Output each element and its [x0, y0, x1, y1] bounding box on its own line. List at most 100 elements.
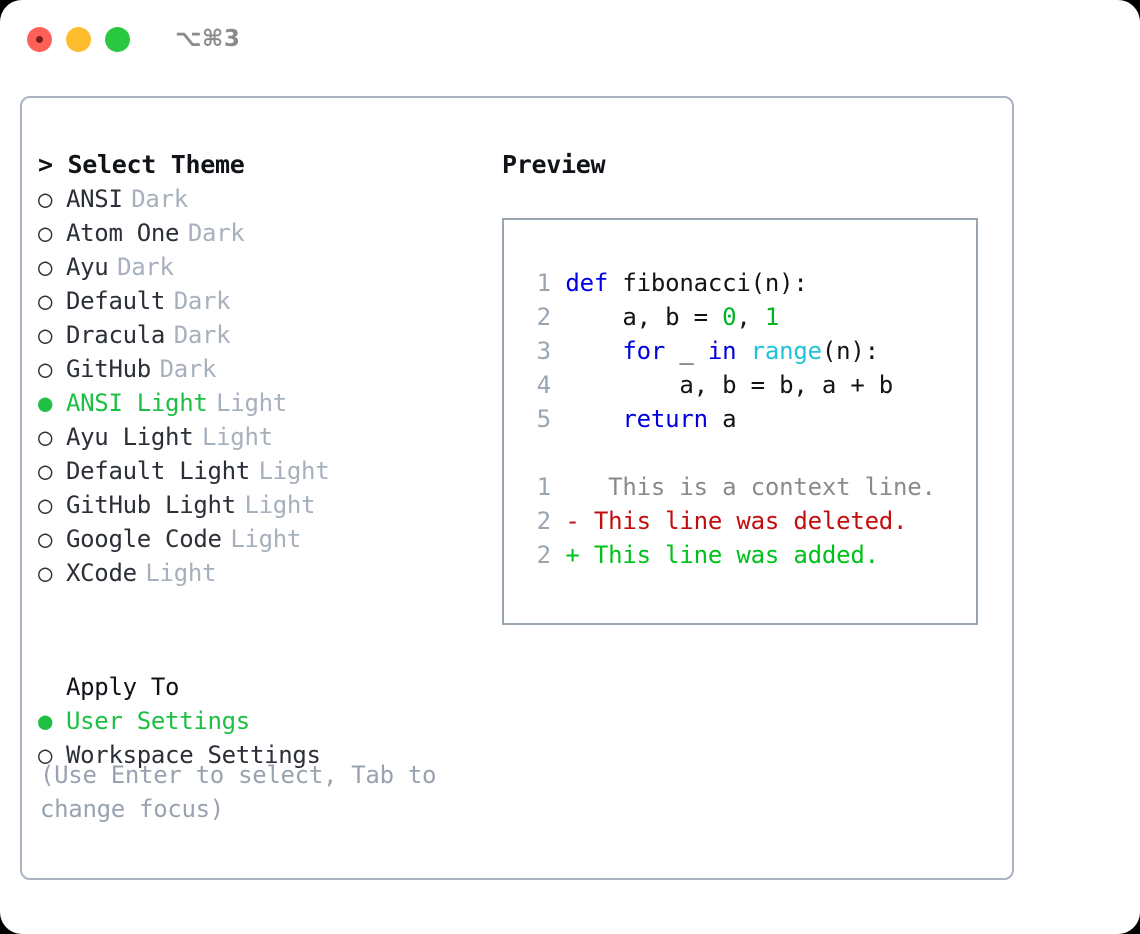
line-number: 2 [536, 507, 551, 535]
code-token-num: 0 [722, 303, 737, 331]
code-token-kw: in [707, 337, 737, 365]
radio-selected-icon: ● [38, 389, 53, 417]
minimize-window-button[interactable] [66, 26, 91, 52]
diff-line-context: 1 This is a context line. [522, 470, 976, 504]
radio-unselected-icon: ○ [38, 219, 53, 247]
code-token-txt: fibonacci(n): [608, 269, 808, 297]
close-window-button[interactable] [27, 26, 52, 52]
diff-line-added: 2 + This line was added. [522, 538, 976, 572]
theme-option-xcode[interactable]: ○ XCode Light [38, 556, 498, 590]
theme-option-category: Dark [173, 321, 231, 349]
theme-option-category: Dark [159, 355, 217, 383]
radio-unselected-icon: ○ [38, 321, 53, 349]
code-token-kw: for [622, 337, 666, 365]
theme-option-default-light[interactable]: ○ Default Light Light [38, 454, 498, 488]
theme-option-label: GitHub [66, 355, 151, 383]
maximize-window-button[interactable] [105, 26, 130, 52]
code-token-fn: range [750, 337, 822, 365]
line-number: 1 [536, 473, 551, 501]
theme-option-label: ANSI Light [66, 389, 208, 417]
line-number: 5 [536, 405, 551, 433]
theme-option-category: Dark [187, 219, 245, 247]
theme-option-category: Light [216, 389, 287, 417]
theme-option-category: Light [258, 457, 330, 485]
theme-option-category: Dark [173, 287, 231, 315]
line-number: 2 [536, 303, 551, 331]
window-shortcut-label: ⌥⌘3 [175, 26, 241, 52]
line-number: 3 [536, 337, 551, 365]
apply-to-option-workspace-settings[interactable]: ○Workspace Settings [38, 738, 498, 772]
theme-option-category: Light [244, 491, 316, 519]
code-token-txt: a, b = [565, 303, 723, 331]
theme-option-category: Light [202, 423, 273, 451]
theme-list-header: > Select Theme [38, 150, 245, 179]
diff-line-deleted: 2- This line was deleted. [522, 504, 976, 538]
apply-to-option-label: Workspace Settings [66, 741, 321, 769]
code-token-txt [565, 405, 622, 433]
code-line: 2 a, b = 0, 1 [522, 300, 976, 334]
code-token-kw: return [622, 405, 708, 433]
code-line: 4 a, b = b, a + b [522, 368, 976, 402]
radio-unselected-icon: ○ [38, 253, 53, 281]
theme-option-category: Dark [131, 185, 188, 213]
apply-to-title: Apply To [66, 673, 180, 701]
radio-unselected-icon: ○ [38, 525, 53, 553]
apply-to-section: Apply To ●User Settings○Workspace Settin… [38, 670, 498, 772]
code-token-txt: a [707, 405, 737, 433]
line-number: 1 [536, 269, 551, 297]
theme-option-ansi-light[interactable]: ● ANSI Light Light [38, 386, 498, 420]
theme-option-label: Default Light [66, 457, 250, 485]
code-token-txt [736, 337, 750, 365]
diff-text: This is a context line. [579, 473, 936, 501]
radio-unselected-icon: ○ [38, 491, 53, 519]
theme-option-label: Google Code [66, 525, 222, 553]
radio-unselected-icon: ○ [38, 185, 53, 213]
keyboard-hint-text: (Use Enter to select, Tab to change focu… [40, 761, 437, 823]
radio-unselected-icon: ○ [38, 457, 53, 485]
preview-spacer [522, 436, 976, 470]
radio-unselected-icon: ○ [38, 423, 53, 451]
theme-option-label: XCode [66, 559, 137, 587]
code-line: 5 return a [522, 402, 976, 436]
theme-option-label: Default [66, 287, 166, 315]
theme-option-label: Atom One [66, 219, 180, 247]
code-token-txt [565, 337, 622, 365]
code-token-txt: , [736, 303, 765, 331]
diff-sample-block: 1 This is a context line.2- This line wa… [522, 470, 976, 572]
diff-marker [565, 473, 579, 501]
apply-to-option-user-settings[interactable]: ●User Settings [38, 704, 498, 738]
diff-marker: + [565, 541, 580, 569]
theme-option-category: Light [145, 559, 217, 587]
theme-option-label: GitHub Light [66, 491, 236, 519]
apply-to-options-container: ●User Settings○Workspace Settings [38, 704, 498, 772]
code-token-txt: a, b = b, a + b [565, 371, 894, 399]
theme-option-github-light[interactable]: ○ GitHub Light Light [38, 488, 498, 522]
diff-text: This line was deleted. [579, 507, 908, 535]
code-token-num: 1 [764, 303, 780, 331]
line-number: 2 [536, 541, 551, 569]
code-token-txt: _ [665, 337, 708, 365]
diff-marker: - [565, 507, 580, 535]
radio-unselected-icon: ○ [38, 559, 53, 587]
theme-option-category: Dark [117, 253, 174, 281]
code-line: 3 for _ in range(n): [522, 334, 976, 368]
diff-text: This line was added. [579, 541, 879, 569]
theme-option-label: Dracula [66, 321, 166, 349]
title-bar: ⌥⌘3 [0, 0, 1140, 78]
